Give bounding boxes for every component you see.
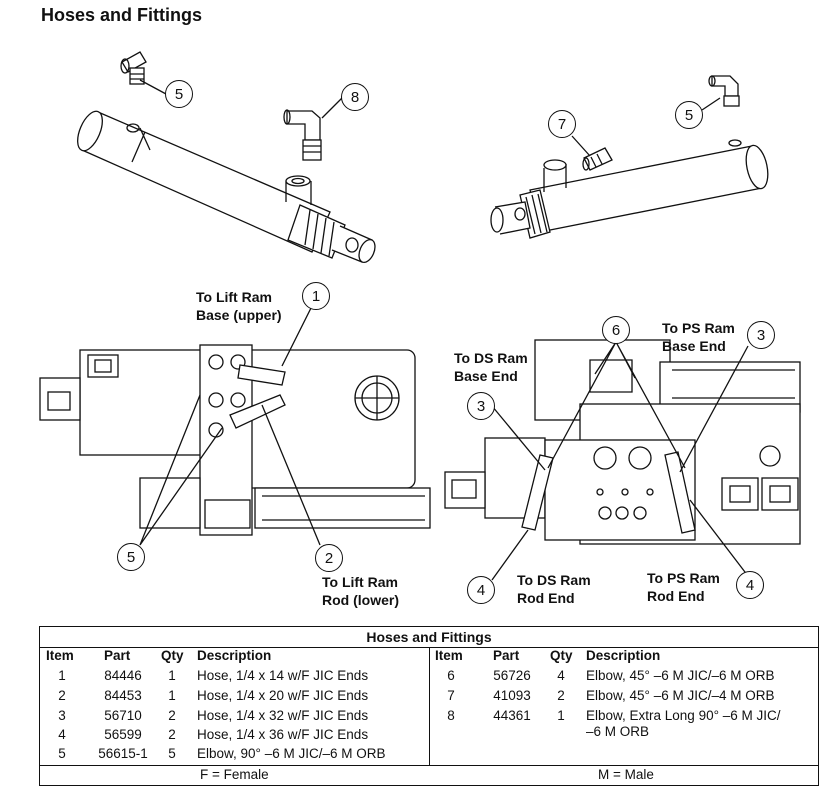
table-cell-part: 56726 <box>493 668 531 683</box>
page-title: Hoses and Fittings <box>41 5 203 25</box>
header-part: Part <box>104 648 131 663</box>
footer-female-note: F = Female <box>200 767 269 782</box>
header-part: Part <box>493 648 520 663</box>
right-valve-assembly <box>444 339 801 545</box>
table-cell-description: Elbow, 45° –6 M JIC/–4 M ORB <box>586 688 775 703</box>
elbow-fitting-5-top-left <box>120 51 147 85</box>
header-qty: Qty <box>550 648 573 663</box>
table-cell-item: 5 <box>58 746 66 761</box>
table-cell-qty: 2 <box>168 708 176 723</box>
table-cell-description-continued: –6 M ORB <box>586 724 650 739</box>
table-cell-description: Elbow, 90° –6 M JIC/–6 M ORB <box>197 746 386 761</box>
header-description: Description <box>586 648 661 663</box>
header-item: Item <box>435 648 463 663</box>
callout-6: 6 <box>602 316 630 344</box>
callout-4: 4 <box>736 571 764 599</box>
table-cell-part: 84453 <box>104 688 142 703</box>
elbow-fitting-8 <box>283 109 322 161</box>
table-cell-item: 6 <box>447 668 455 683</box>
table-cell-description: Elbow, Extra Long 90° –6 M JIC/ <box>586 708 781 723</box>
table-cell-item: 1 <box>58 668 66 683</box>
table-cell-item: 3 <box>58 708 66 723</box>
hydraulic-diagram <box>39 51 801 581</box>
elbow-fitting-7 <box>582 147 613 171</box>
table-cell-description: Hose, 1/4 x 32 w/F JIC Ends <box>197 708 369 723</box>
callout-4: 4 <box>467 576 495 604</box>
table-cell-qty: 4 <box>557 668 565 683</box>
callout-3: 3 <box>467 392 495 420</box>
table-cell-part: 84446 <box>104 668 142 683</box>
callout-1: 1 <box>302 282 330 310</box>
left-pump-assembly <box>39 344 431 536</box>
table-cell-part: 56599 <box>104 727 142 742</box>
footer-divider <box>40 765 818 766</box>
table-divider <box>429 647 430 765</box>
table-cell-item: 4 <box>58 727 66 742</box>
table-cell-qty: 2 <box>557 688 565 703</box>
parts-table: Hoses and Fittings Item Part Qty Descrip… <box>39 626 819 786</box>
table-cell-description: Hose, 1/4 x 20 w/F JIC Ends <box>197 688 369 703</box>
table-cell-qty: 1 <box>557 708 565 723</box>
header-description: Description <box>197 648 272 663</box>
table-cell-item: 2 <box>58 688 66 703</box>
header-qty: Qty <box>161 648 184 663</box>
table-cell-item: 7 <box>447 688 455 703</box>
callout-7: 7 <box>548 110 576 138</box>
table-title: Hoses and Fittings <box>40 627 818 648</box>
table-cell-qty: 2 <box>168 727 176 742</box>
footer-male-note: M = Male <box>598 767 654 782</box>
table-cell-qty: 1 <box>168 668 176 683</box>
table-cell-part: 56710 <box>104 708 142 723</box>
table-cell-description: Elbow, 45° –6 M JIC/–6 M ORB <box>586 668 775 683</box>
callout-3: 3 <box>747 321 775 349</box>
table-cell-qty: 1 <box>168 688 176 703</box>
table-cell-description: Hose, 1/4 x 14 w/F JIC Ends <box>197 668 369 683</box>
table-cell-part: 41093 <box>493 688 531 703</box>
table-cell-qty: 5 <box>168 746 176 761</box>
table-cell-part: 44361 <box>493 708 531 723</box>
callout-2: 2 <box>315 544 343 572</box>
table-cell-item: 8 <box>447 708 455 723</box>
callout-8: 8 <box>341 83 369 111</box>
table-cell-part: 56615-1 <box>98 746 148 761</box>
lift-ram-cylinder <box>77 110 376 264</box>
callout-5: 5 <box>165 80 193 108</box>
elbow-fitting-5-top-right <box>708 75 740 107</box>
callout-5: 5 <box>117 543 145 571</box>
table-cell-description: Hose, 1/4 x 36 w/F JIC Ends <box>197 727 369 742</box>
tilt-ram-cylinder <box>490 139 769 239</box>
header-item: Item <box>46 648 74 663</box>
callout-5: 5 <box>675 101 703 129</box>
